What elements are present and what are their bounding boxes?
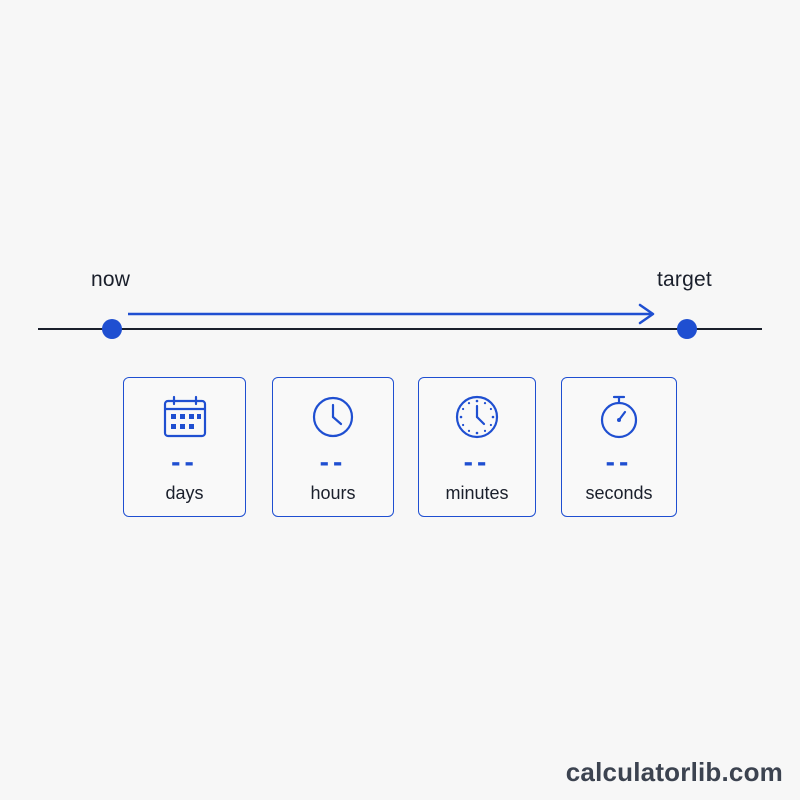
end-point (677, 319, 697, 339)
seconds-label: seconds (585, 483, 653, 503)
seconds-value: -- (605, 446, 633, 477)
clock-icon (312, 396, 354, 438)
days-card: -- days (123, 377, 246, 517)
minutes-label: minutes (445, 483, 509, 503)
seconds-card: -- seconds (561, 377, 677, 517)
minutes-value: -- (463, 446, 491, 477)
hours-label: hours (310, 483, 356, 503)
days-label: days (165, 483, 204, 503)
calendar-icon (163, 395, 206, 438)
minutes-card: -- minutes (418, 377, 536, 517)
start-label: now (91, 268, 131, 291)
end-label: target (657, 268, 712, 291)
detailed-clock-icon (455, 395, 499, 439)
stopwatch-icon (600, 395, 638, 439)
progress-arrow-head (638, 303, 655, 325)
days-value: -- (171, 446, 198, 477)
start-point (102, 319, 122, 339)
brand-watermark: calculatorlib.com (565, 757, 783, 787)
hours-value: -- (319, 446, 347, 477)
hours-card: -- hours (272, 377, 394, 517)
